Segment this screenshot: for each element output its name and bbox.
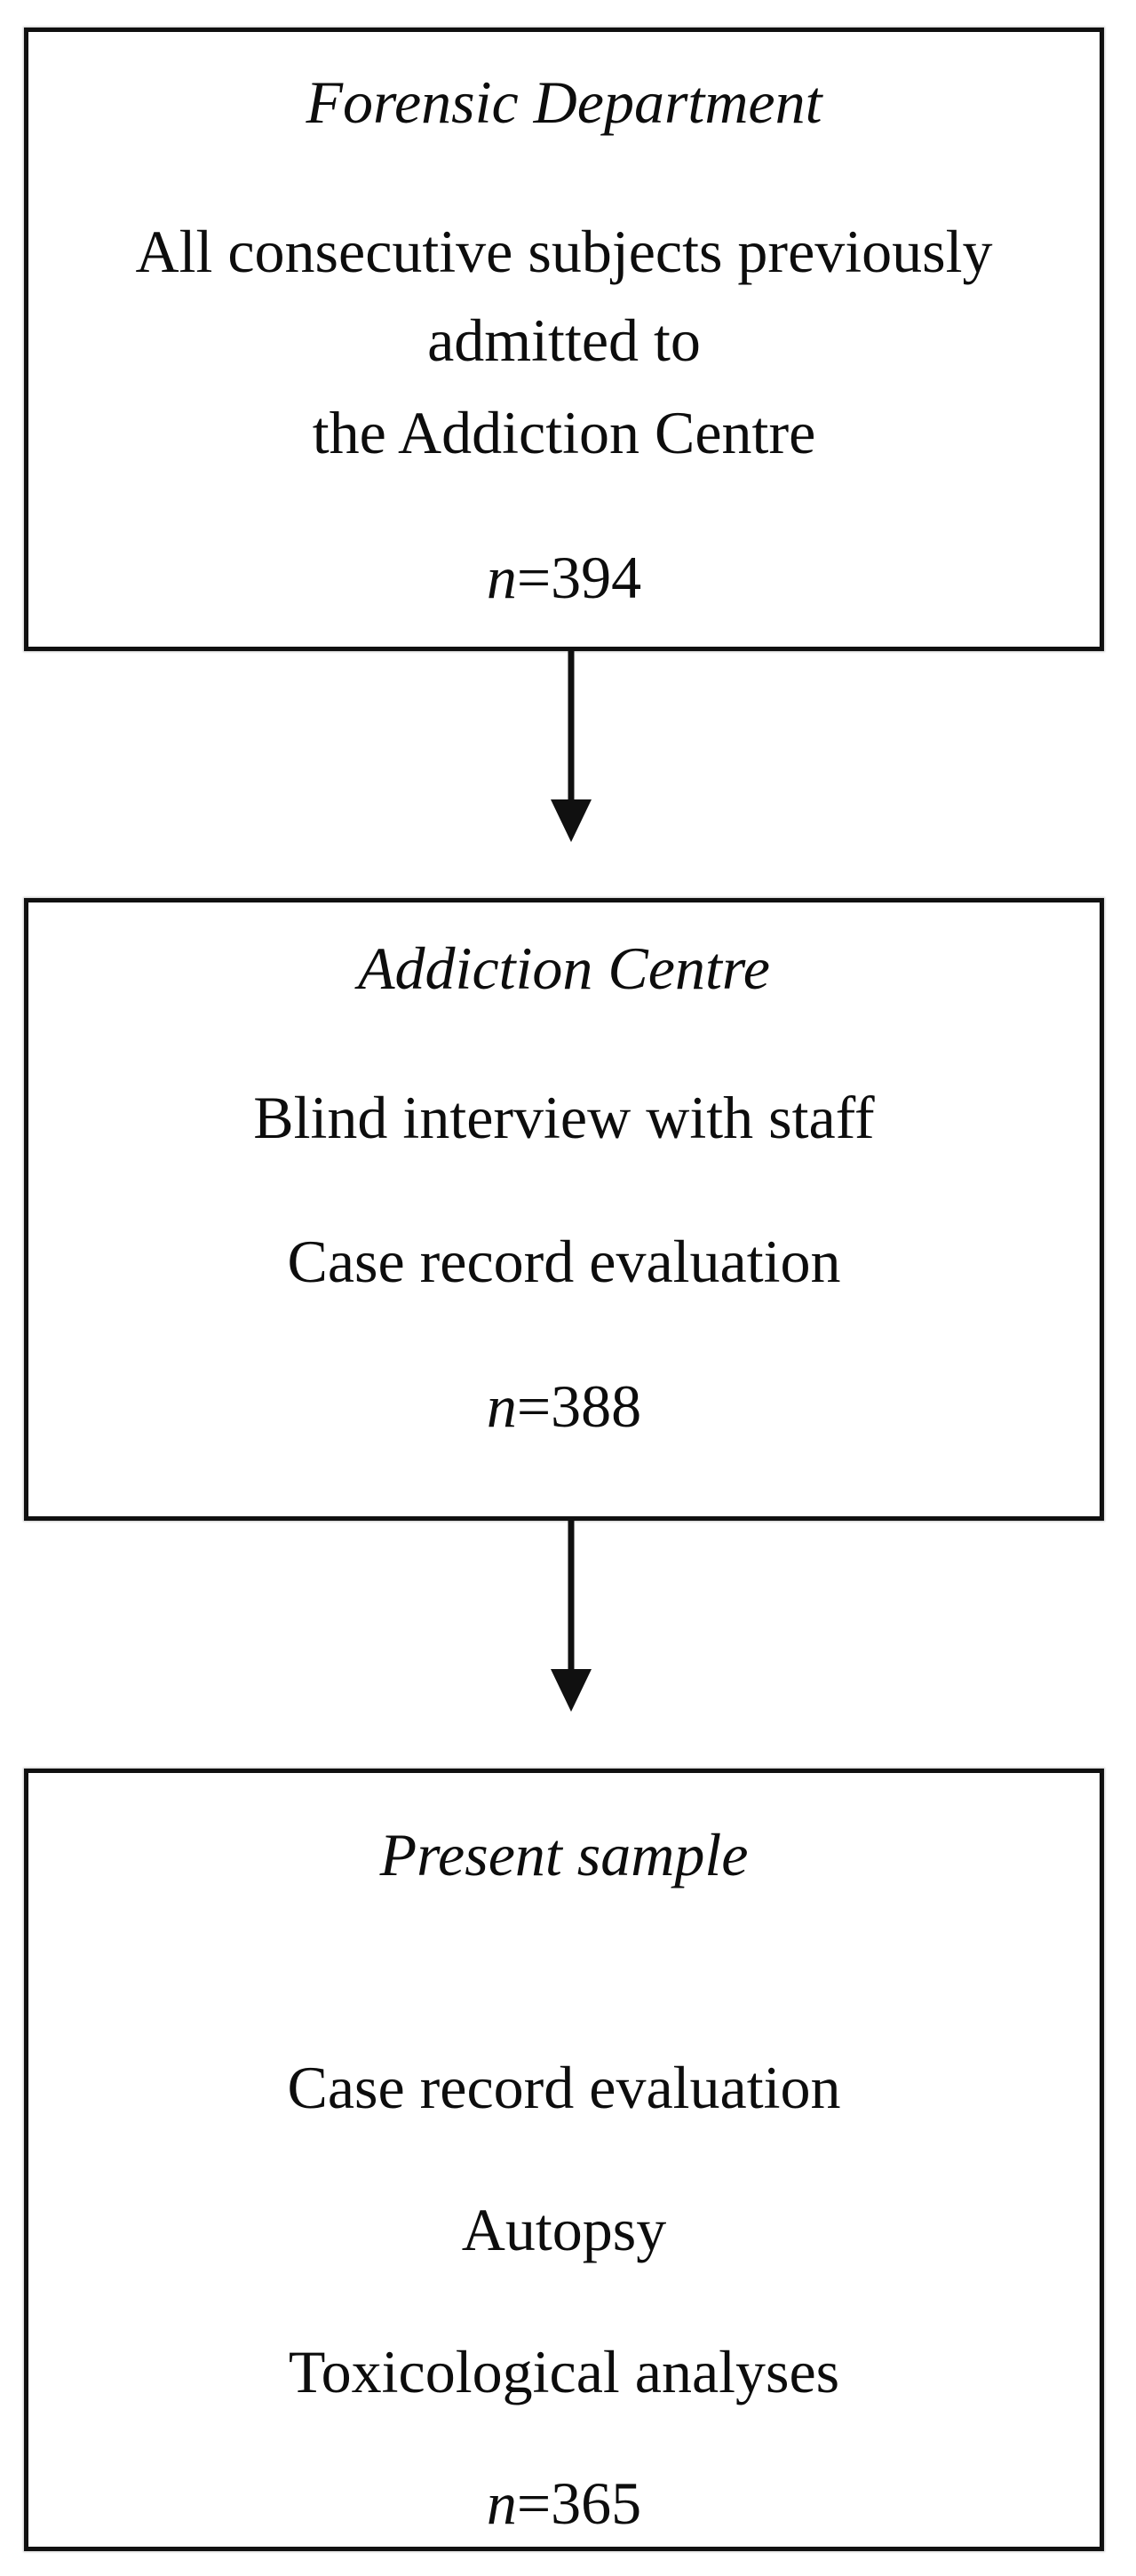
n-symbol: n — [486, 2469, 517, 2537]
arrow-shaft — [568, 1521, 575, 1672]
sample-size: n=388 — [28, 1376, 1100, 1436]
flow-arrow-2 — [551, 1521, 592, 1712]
box-title: Addiction Centre — [358, 934, 770, 1002]
box-title: Forensic Department — [306, 68, 822, 136]
sample-size: n=394 — [28, 547, 1100, 608]
n-symbol: n — [486, 1372, 517, 1440]
box-text-line: Toxicological analyses — [288, 2338, 840, 2405]
box-text-line: All consecutive subjects previously — [135, 218, 993, 285]
box-text-line: Autopsy — [461, 2196, 667, 2263]
flow-box-present-sample: Present sample Case record evaluation Au… — [24, 1769, 1104, 2551]
n-value: =394 — [516, 544, 642, 611]
box-text-line: the Addiction Centre — [312, 399, 816, 466]
n-symbol: n — [486, 544, 517, 611]
n-value: =388 — [516, 1372, 642, 1440]
flow-box-forensic-department: Forensic Department All consecutive subj… — [24, 28, 1104, 651]
flow-arrow-1 — [551, 651, 592, 842]
box-text-line: Blind interview with staff — [253, 1084, 875, 1151]
box-text-line: Case record evaluation — [287, 2054, 841, 2121]
box-title: Present sample — [379, 1821, 749, 1888]
sample-size: n=365 — [28, 2473, 1100, 2533]
flow-box-addiction-centre: Addiction Centre Blind interview with st… — [24, 898, 1104, 1521]
box-text-line: Case record evaluation — [287, 1228, 841, 1295]
down-arrow-icon — [551, 1669, 592, 1712]
n-value: =365 — [516, 2469, 642, 2537]
down-arrow-icon — [551, 799, 592, 842]
box-text-line: admitted to — [427, 306, 701, 374]
arrow-shaft — [568, 651, 575, 802]
